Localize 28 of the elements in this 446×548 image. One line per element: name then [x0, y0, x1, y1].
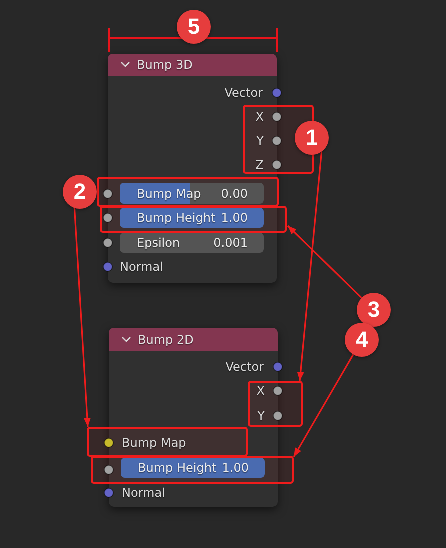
socket-label: Normal	[120, 260, 164, 274]
highlight-frame	[100, 206, 287, 233]
arrow	[287, 225, 362, 299]
callout-number: 3	[357, 293, 391, 327]
callout-number: 4	[345, 323, 379, 357]
highlight-frame	[97, 177, 279, 207]
socket-label: Vector	[224, 86, 263, 100]
socket-label: Y	[256, 134, 264, 148]
arrow	[74, 208, 91, 428]
socket-label: X	[256, 384, 265, 398]
node-title: Bump 3D	[137, 58, 193, 72]
node-title: Bump 2D	[138, 332, 194, 346]
socket-label: Y	[258, 409, 265, 423]
callout-number: 5	[177, 10, 211, 44]
number-slider: Epsilon 0.001	[120, 233, 264, 253]
number-slider: Bump Height 1.00	[120, 208, 264, 228]
arrow	[293, 354, 354, 458]
socket-label: Bump Map	[122, 436, 186, 450]
highlight-frame	[248, 381, 303, 427]
socket-label: Z	[256, 158, 264, 172]
callout-number: 1	[295, 121, 329, 155]
highlight-frame	[87, 427, 248, 457]
callout-number: 2	[63, 175, 97, 209]
highlight-frame	[91, 456, 294, 484]
socket-label: X	[256, 110, 264, 124]
socket-label: Normal	[122, 486, 166, 500]
number-slider: Bump Height 1.00	[121, 458, 265, 478]
socket-label: Vector	[226, 360, 264, 374]
